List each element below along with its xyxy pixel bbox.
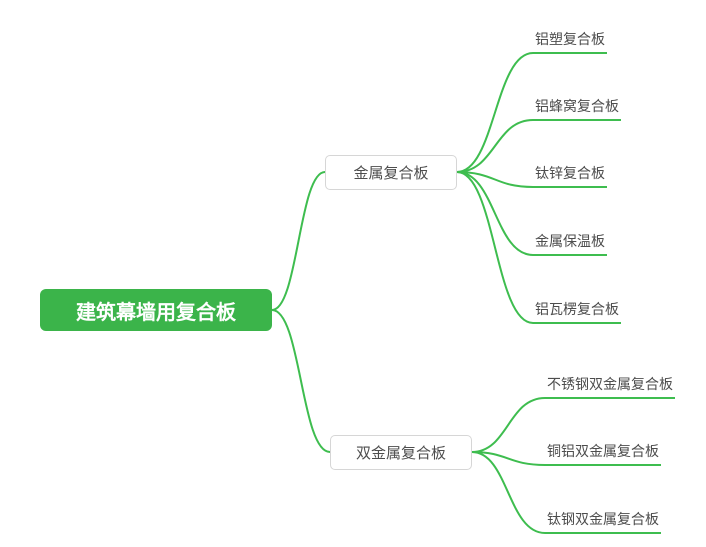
leaf-node-copper-aluminum-bimetal-composite[interactable]: 铜铝双金属复合板: [545, 441, 661, 466]
root-node[interactable]: 建筑幕墙用复合板: [40, 289, 272, 331]
connector-branch1-leaf3: [456, 171, 534, 188]
branch-node-metal-composite[interactable]: 金属复合板: [325, 155, 457, 190]
connector-branch1-leaf1: [456, 52, 534, 173]
connector-branch1-leaf2: [456, 119, 534, 173]
connector-branch1-leaf4: [456, 171, 534, 256]
connector-branch2-leaf1: [471, 397, 546, 453]
leaf-node-titanium-zinc-composite[interactable]: 钛锌复合板: [533, 163, 607, 188]
leaf-node-aluminum-plastic-composite[interactable]: 铝塑复合板: [533, 29, 607, 54]
connector-branch2-leaf2: [471, 451, 546, 466]
connector-branch2-leaf3: [471, 451, 546, 534]
connector-root-branch1: [271, 171, 326, 311]
leaf-node-stainless-steel-bimetal-composite[interactable]: 不锈钢双金属复合板: [545, 374, 675, 399]
leaf-node-aluminum-honeycomb-composite[interactable]: 铝蜂窝复合板: [533, 96, 621, 121]
connector-branch1-leaf5: [456, 171, 534, 324]
branch-node-bimetal-composite[interactable]: 双金属复合板: [330, 435, 472, 470]
leaf-node-titanium-steel-bimetal-composite[interactable]: 钛钢双金属复合板: [545, 509, 661, 534]
leaf-node-metal-insulation-panel[interactable]: 金属保温板: [533, 231, 607, 256]
leaf-node-aluminum-corrugated-composite[interactable]: 铝瓦楞复合板: [533, 299, 621, 324]
connector-root-branch2: [271, 309, 331, 453]
